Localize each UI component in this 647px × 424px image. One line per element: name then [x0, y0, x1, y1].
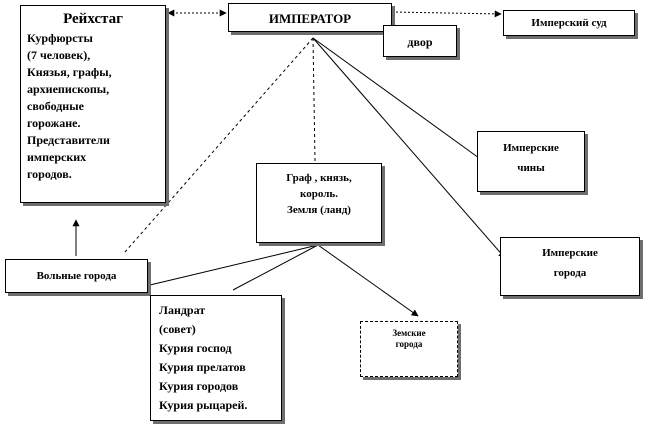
reichstag-line: архиепископы,	[27, 82, 110, 96]
link-emperor-count	[312, 37, 316, 162]
emperor-box: ИМПЕРАТОР	[228, 3, 392, 32]
court-box: двор	[383, 25, 457, 57]
imperial-ranks-line: Имперские	[503, 142, 559, 154]
reichstag-title: Рейхстаг	[63, 11, 123, 27]
link-count-land-cities	[317, 244, 419, 317]
link-count-free-cities	[149, 244, 319, 286]
landrat-box: Ландрат (совет) Курия господ Курия прела…	[150, 295, 282, 421]
land-cities-line: Земские	[392, 328, 426, 338]
landrat-line: Курия рыцарей.	[159, 398, 248, 412]
count-box: Граф , князь, король. Земля (ланд)	[256, 163, 382, 243]
reichstag-line: Курфюрсты	[27, 31, 93, 45]
imperial-cities-line: города	[553, 267, 587, 279]
reichstag-line: Представители	[27, 133, 110, 147]
reichstag-line: свободные	[27, 99, 84, 113]
imperial-ranks-box: Имперские чины	[477, 131, 585, 192]
landrat-line: (совет)	[159, 322, 196, 336]
count-line: Граф , князь,	[286, 172, 352, 184]
land-cities-line: города	[395, 339, 423, 349]
court-label: двор	[407, 35, 433, 49]
reichstag-line: городов.	[27, 167, 72, 181]
link-count-landrat	[232, 244, 319, 291]
landrat-line: Курия господ	[159, 341, 232, 355]
reichstag-line: Князья, графы,	[27, 65, 112, 79]
reichstag-line: имперских	[27, 150, 87, 164]
landrat-line: Ландрат	[159, 303, 206, 317]
reichstag-line: горожане.	[27, 116, 81, 130]
emperor-label: ИМПЕРАТОР	[268, 11, 352, 26]
landrat-line: Курия прелатов	[159, 360, 246, 374]
land-cities-box: Земские города	[360, 321, 458, 377]
reichstag-line: (7 человек),	[27, 48, 91, 62]
count-line: Земля (ланд)	[287, 204, 351, 216]
landrat-line: Курия городов	[159, 379, 239, 393]
free-cities-label: Вольные города	[36, 270, 117, 282]
link-emperor-imperial-court	[391, 10, 502, 18]
free-cities-box: Вольные города	[5, 259, 148, 293]
count-line: король.	[300, 188, 338, 200]
imperial-ranks-line: чины	[517, 162, 545, 174]
imperial-cities-box: Имперские города	[500, 237, 640, 296]
imperial-court-box: Имперский суд	[503, 10, 635, 36]
imperial-cities-line: Имперские	[542, 247, 598, 259]
imperial-court-label: Имперский суд	[531, 17, 607, 29]
reichstag-box: Рейхстаг Курфюрсты (7 человек), Князья, …	[20, 5, 166, 203]
